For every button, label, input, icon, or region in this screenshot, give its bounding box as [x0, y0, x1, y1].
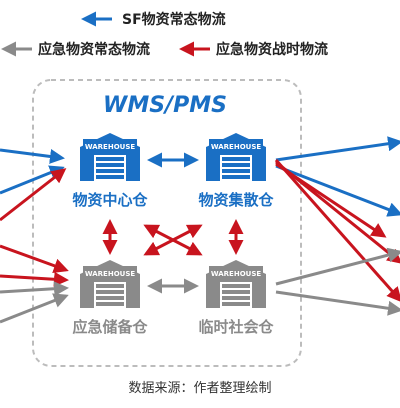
legend-label-sf-routine: SF物资常态物流 [122, 11, 226, 28]
flow-left-gray-1 [0, 281, 69, 297]
warehouse-node-distribution: WAREHOUSE 物资集散仓 [198, 133, 274, 209]
warehouse-icon: WAREHOUSE [80, 133, 140, 181]
flow-right-blue-2 [275, 164, 400, 217]
flow-right-red-3 [274, 159, 400, 303]
warehouse-badge: WAREHOUSE [85, 143, 136, 151]
node-label-reserve: 应急储备仓 [72, 318, 148, 336]
flow-distribution-reserve [143, 224, 203, 256]
flow-left-blue-1 [0, 148, 65, 164]
legend: SF物资常态物流 应急物资常态物流 应急物资战时物流 [0, 11, 328, 58]
node-label-temporary: 临时社会仓 [198, 318, 274, 336]
legend-item-emergency-routine: 应急物资常态物流 [0, 41, 150, 58]
warehouse-node-central: WAREHOUSE 物资中心仓 [72, 133, 148, 209]
flow-left-gray-2 [0, 293, 69, 324]
warehouse-icon: WAREHOUSE [206, 133, 266, 181]
internal-flows [102, 152, 244, 294]
flow-right-blue-1 [275, 136, 400, 162]
warehouse-badge: WAREHOUSE [85, 270, 136, 278]
warehouse-icon: WAREHOUSE [206, 260, 266, 308]
flow-left-red-3 [0, 271, 69, 287]
source-note: 数据来源：作者整理绘制 [128, 381, 271, 396]
legend-label-emergency-wartime: 应急物资战时物流 [216, 41, 328, 58]
warehouse-badge: WAREHOUSE [211, 143, 262, 151]
system-title: WMS/PMS [103, 93, 227, 118]
right-external-flows [274, 136, 400, 316]
legend-item-sf-routine: SF物资常态物流 [81, 11, 226, 28]
flow-left-red-1 [0, 168, 67, 222]
flow-left-red-2 [0, 244, 69, 273]
warehouse-node-temporary: WAREHOUSE 临时社会仓 [198, 260, 274, 336]
node-label-distribution: 物资集散仓 [198, 191, 274, 209]
node-label-central: 物资中心仓 [72, 191, 148, 209]
left-external-flows [0, 148, 69, 324]
warehouse-node-reserve: WAREHOUSE 应急储备仓 [72, 260, 148, 336]
flow-right-gray-1 [275, 247, 400, 286]
flow-right-gray-2 [275, 290, 400, 316]
legend-item-emergency-wartime: 应急物资战时物流 [179, 41, 328, 58]
flow-right-red-2 [275, 160, 400, 264]
warehouse-icon: WAREHOUSE [80, 260, 140, 308]
warehouse-badge: WAREHOUSE [211, 270, 262, 278]
legend-label-emergency-routine: 应急物资常态物流 [38, 41, 150, 58]
